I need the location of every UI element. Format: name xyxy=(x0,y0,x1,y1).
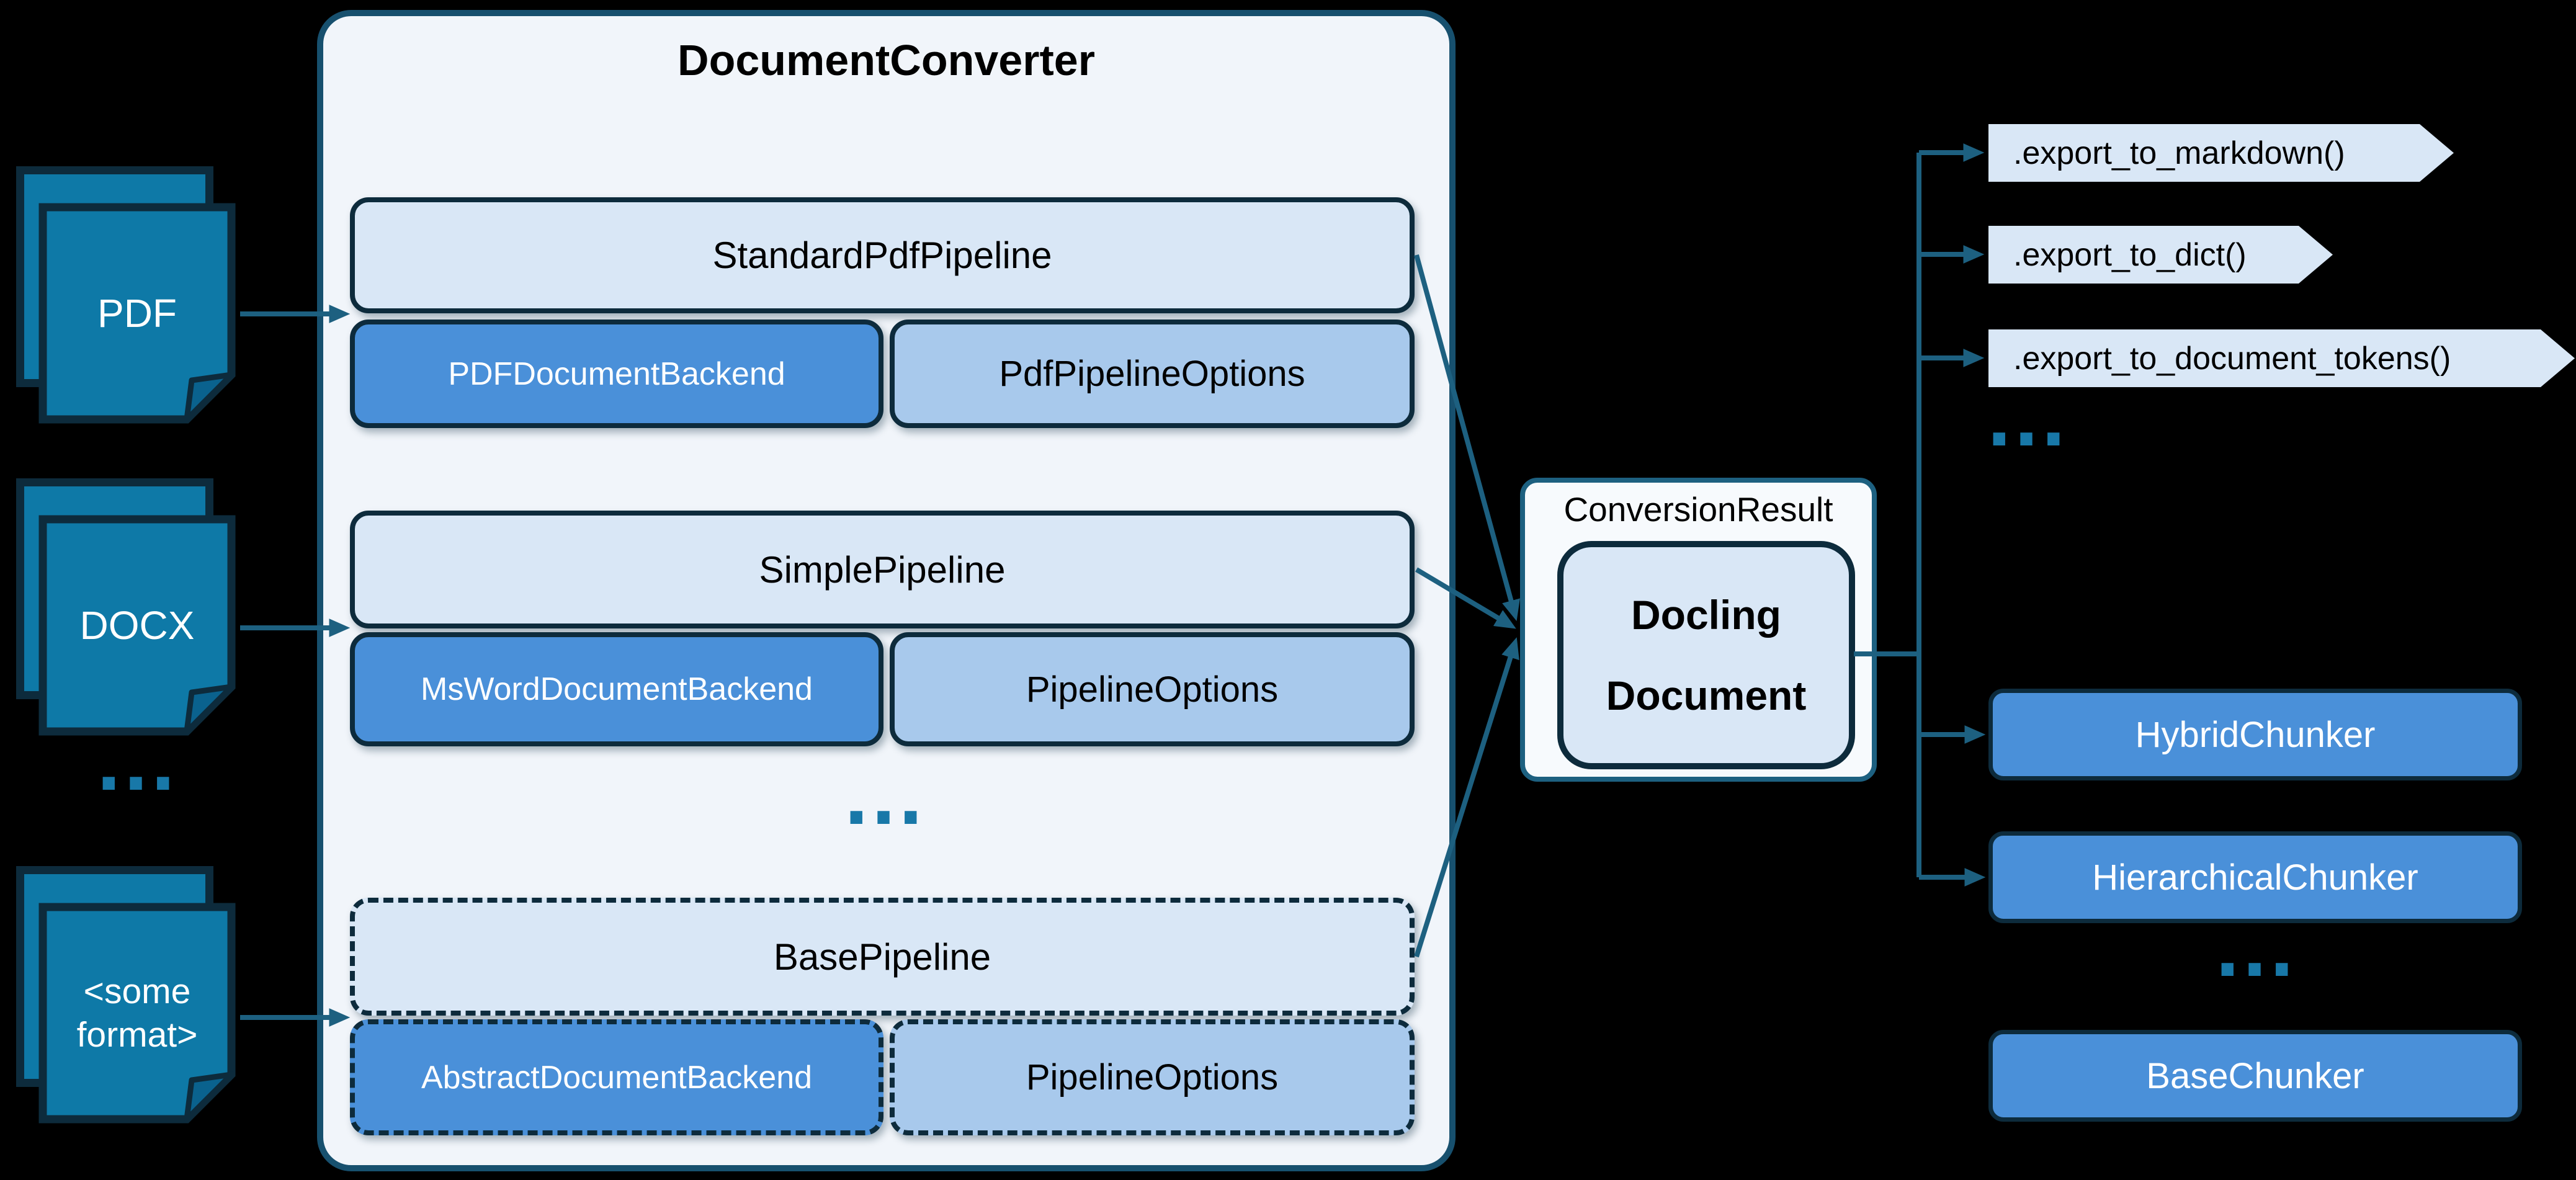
export-tag-markdown: .export_to_markdown() xyxy=(1988,124,2454,182)
options-box-pdf: PdfPipelineOptions xyxy=(890,320,1415,428)
backend-box-pdf: PDFDocumentBackend xyxy=(350,320,883,428)
backend-box-msword: MsWordDocumentBackend xyxy=(350,632,883,746)
pipeline-label: SimplePipeline xyxy=(759,548,1006,591)
options-box-simple: PipelineOptions xyxy=(890,632,1415,746)
docx-document-icon xyxy=(38,515,236,736)
backend-label: PDFDocumentBackend xyxy=(448,355,785,392)
export-label: .export_to_document_tokens() xyxy=(2013,340,2451,377)
pipeline-box-base: BasePipeline xyxy=(350,898,1415,1016)
page-fold-icon xyxy=(184,1071,235,1122)
inputs-ellipsis: ... xyxy=(96,726,177,806)
options-label: PipelineOptions xyxy=(1026,669,1279,710)
options-box-base: PipelineOptions xyxy=(890,1019,1415,1135)
chunker-box-base: BaseChunker xyxy=(1988,1030,2522,1122)
pdf-label: PDF xyxy=(97,291,177,336)
conversion-result-label: ConversionResult xyxy=(1563,490,1833,529)
pipeline-label: StandardPdfPipeline xyxy=(712,235,1052,276)
some-format-document-icon xyxy=(38,903,236,1124)
options-label: PdfPipelineOptions xyxy=(999,354,1305,394)
backend-box-abstract: AbstractDocumentBackend xyxy=(350,1019,883,1135)
backend-label: AbstractDocumentBackend xyxy=(421,1059,813,1096)
export-tag-doctokens: .export_to_document_tokens() xyxy=(1988,329,2575,387)
chunker-label: BaseChunker xyxy=(2146,1055,2364,1096)
document-converter-title: DocumentConverter xyxy=(678,36,1095,84)
export-label: .export_to_markdown() xyxy=(2013,135,2345,171)
chunkers-ellipsis: ... xyxy=(2214,913,2296,992)
docling-document-line2: Document xyxy=(1606,673,1807,718)
pipeline-box-standard-pdf: StandardPdfPipeline xyxy=(350,197,1415,313)
export-label: .export_to_dict() xyxy=(2013,236,2247,273)
export-tag-dict: .export_to_dict() xyxy=(1988,226,2333,284)
docling-document-box: Docling Document xyxy=(1557,541,1855,769)
docling-document-line1: Docling xyxy=(1631,592,1781,638)
chunker-label: HierarchicalChunker xyxy=(2092,857,2418,898)
exports-ellipsis: ... xyxy=(1986,382,2068,462)
some-format-label: <some format> xyxy=(38,903,236,1124)
options-label: PipelineOptions xyxy=(1026,1057,1279,1097)
page-fold-icon xyxy=(184,372,235,422)
page-fold-icon xyxy=(184,684,235,735)
chunker-box-hierarchical: HierarchicalChunker xyxy=(1988,831,2522,923)
pipeline-label: BasePipeline xyxy=(773,936,991,978)
some-format-line2: format> xyxy=(76,1015,198,1055)
backend-label: MsWordDocumentBackend xyxy=(421,671,813,707)
docx-label: DOCX xyxy=(79,603,195,648)
converter-ellipsis: ... xyxy=(843,761,925,840)
chunker-label: HybridChunker xyxy=(2135,714,2376,755)
some-format-line1: <some xyxy=(83,972,191,1011)
chunker-box-hybrid: HybridChunker xyxy=(1988,689,2522,780)
pipeline-box-simple: SimplePipeline xyxy=(350,511,1415,628)
pdf-document-icon xyxy=(38,203,236,424)
